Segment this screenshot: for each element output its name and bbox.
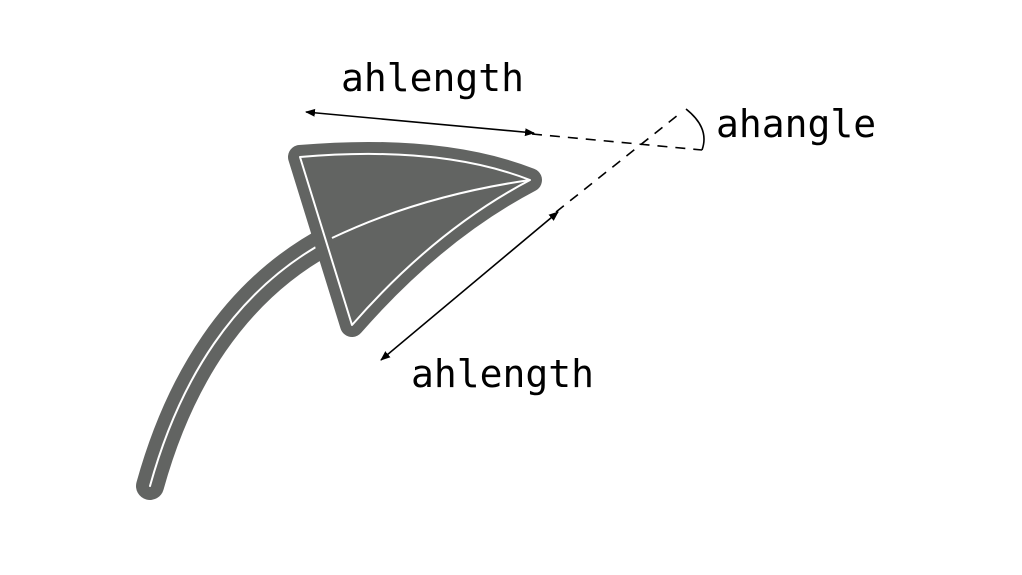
lower-dashed-line <box>555 114 679 213</box>
angle-arc <box>685 108 705 151</box>
bottom-length-label: ahlength <box>411 352 594 396</box>
angle-label: ahangle <box>716 102 876 146</box>
bottom-length-dimension <box>380 211 559 361</box>
upper-dashed-line <box>531 133 703 151</box>
arrow-head <box>288 141 542 337</box>
arrow-head-center-curve <box>331 179 531 239</box>
arrow-shaft <box>136 224 346 500</box>
top-length-dimension <box>305 108 535 137</box>
top-length-label: ahlength <box>341 56 524 100</box>
